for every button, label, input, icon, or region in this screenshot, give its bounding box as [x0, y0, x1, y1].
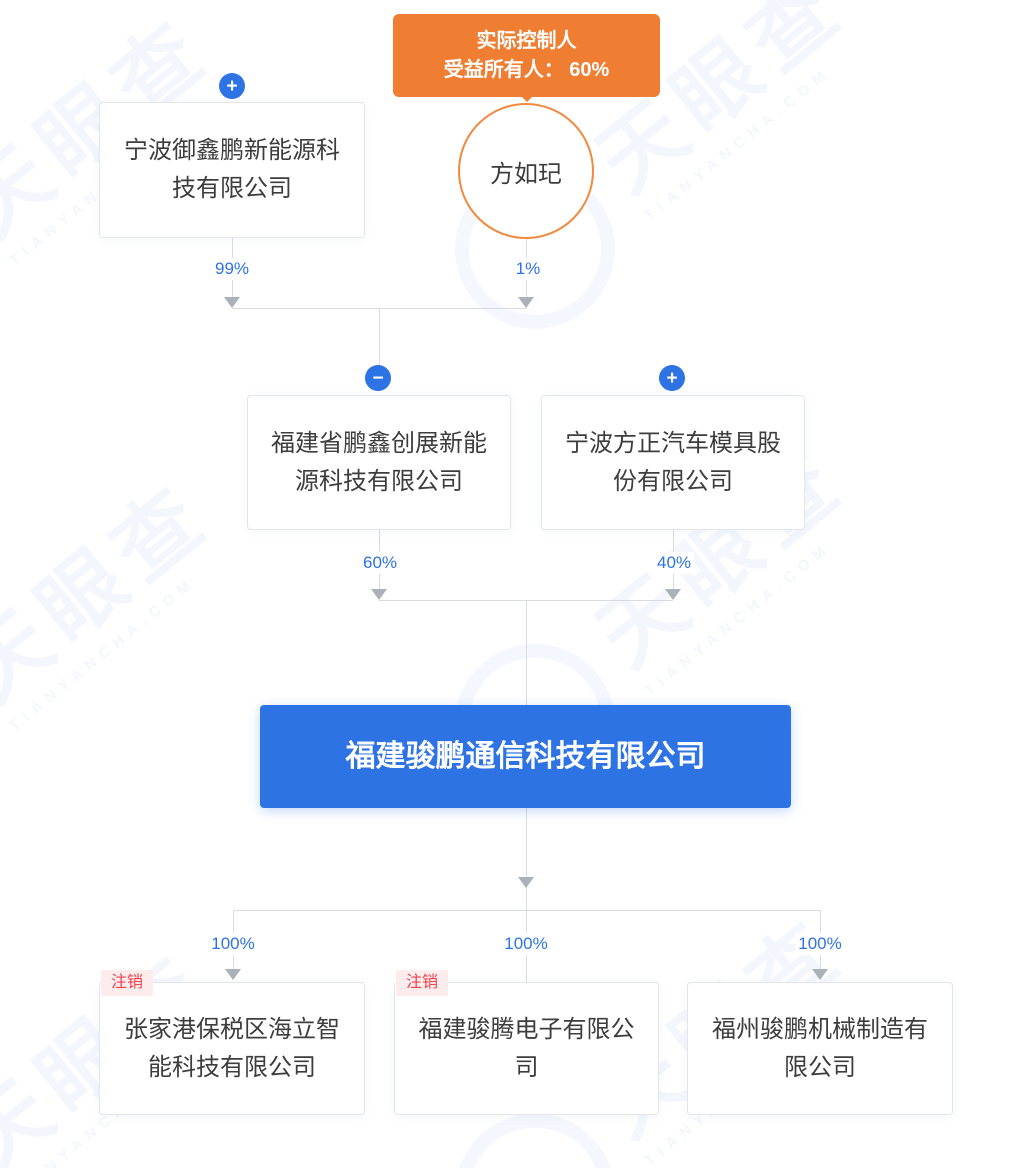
arrow-down-icon [812, 969, 828, 980]
collapse-badge[interactable]: − [365, 365, 391, 391]
company-node-subsidiary-2[interactable]: 注销 福建骏腾电子有限公司 [394, 970, 659, 1115]
share-percent-label: 100% [501, 933, 551, 955]
company-node-top-shareholder[interactable]: 宁波御鑫鹏新能源科技有限公司 [99, 102, 365, 238]
share-percent-label: 100% [208, 933, 258, 955]
company-name: 福州骏鹏机械制造有限公司 [712, 1015, 928, 1081]
tianyancha-logo-icon [0, 646, 13, 872]
share-percent-label: 99% [211, 258, 253, 280]
expand-badge[interactable]: + [219, 73, 245, 99]
share-percent-label: 1% [512, 258, 544, 280]
cancelled-status-badge: 注销 [101, 970, 154, 996]
tianyancha-watermark: 天眼查 TIANYANCHA.COM [0, 449, 257, 872]
share-percent-label: 40% [653, 552, 695, 574]
arrow-down-icon [665, 589, 681, 600]
person-node[interactable]: 方如玘 [458, 103, 594, 239]
company-node-mid-left-shareholder[interactable]: 福建省鹏鑫创展新能源科技有限公司 [247, 395, 511, 530]
share-percent-label: 60% [359, 552, 401, 574]
edge-line [526, 808, 527, 910]
edge-line [526, 600, 527, 705]
edge-line [379, 308, 380, 365]
arrow-down-icon [518, 877, 534, 888]
main-company-node[interactable]: 福建骏鹏通信科技有限公司 [260, 705, 791, 808]
company-node-mid-right-shareholder[interactable]: 宁波方正汽车模具股份有限公司 [541, 395, 805, 530]
arrow-down-icon [225, 969, 241, 980]
company-name: 宁波方正汽车模具股份有限公司 [565, 429, 781, 495]
arrow-down-icon [371, 589, 387, 600]
beneficial-owner-label: 受益所有人： 60% [443, 59, 610, 81]
company-name: 张家港保税区海立智能科技有限公司 [124, 1015, 340, 1081]
person-name: 方如玘 [490, 160, 562, 188]
tianyancha-logo-icon [0, 181, 13, 407]
company-node-subsidiary-3[interactable]: 福州骏鹏机械制造有限公司 [687, 982, 953, 1115]
share-percent-label: 100% [795, 933, 845, 955]
company-name: 福建骏腾电子有限公司 [418, 1015, 635, 1081]
cancelled-status-badge: 注销 [396, 970, 449, 996]
company-name: 福建省鹏鑫创展新能源科技有限公司 [271, 429, 487, 495]
expand-badge[interactable]: + [659, 365, 685, 391]
main-company-name: 福建骏鹏通信科技有限公司 [345, 739, 706, 773]
actual-controller-tag: 实际控制人 受益所有人： 60% [393, 14, 660, 97]
arrow-down-icon [224, 297, 240, 308]
company-node-subsidiary-1[interactable]: 注销 张家港保税区海立智能科技有限公司 [99, 970, 365, 1115]
arrow-down-icon [518, 297, 534, 308]
actual-controller-label: 实际控制人 [476, 30, 577, 52]
company-name: 宁波御鑫鹏新能源科技有限公司 [124, 137, 340, 202]
tianyancha-logo-icon [0, 1116, 13, 1168]
